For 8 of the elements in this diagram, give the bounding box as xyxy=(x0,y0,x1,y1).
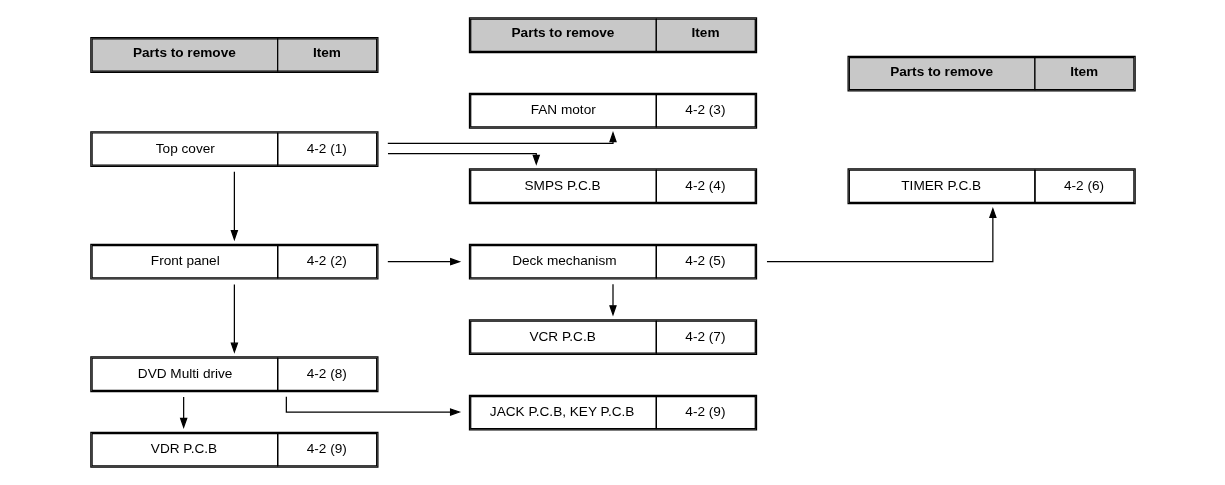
arrow xyxy=(179,396,188,429)
arrow xyxy=(229,171,238,242)
arrow xyxy=(386,131,617,144)
arrow xyxy=(386,153,540,166)
arrow xyxy=(608,283,617,317)
arrow xyxy=(229,283,238,354)
arrow xyxy=(765,206,997,263)
arrow xyxy=(386,257,461,266)
